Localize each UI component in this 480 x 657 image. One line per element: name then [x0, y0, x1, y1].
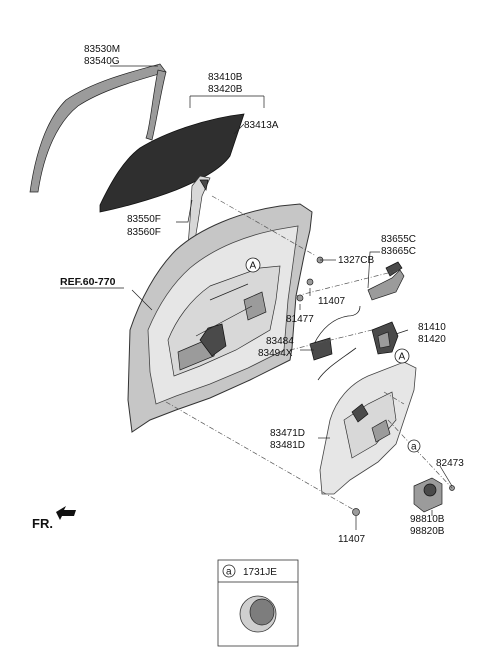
front-arrow-icon [56, 506, 76, 520]
label-98820b: 98820B [410, 526, 445, 537]
label-83560f: 83560F [127, 227, 161, 238]
bolt-11407-top [306, 278, 314, 286]
label-83494x: 83494X [258, 348, 293, 359]
label-83550f: 83550F [127, 214, 161, 225]
label-82473: 82473 [436, 458, 464, 469]
label-81410: 81410 [418, 322, 446, 333]
door-shell [127, 203, 313, 433]
callout-a-upper: A [245, 257, 261, 273]
label-83481d: 83481D [270, 440, 305, 451]
label-81477: 81477 [286, 314, 314, 325]
latch-cable [309, 305, 361, 381]
legend-letter: a [226, 567, 232, 578]
outside-handle [367, 261, 405, 301]
window-regulator [195, 283, 253, 337]
door-latch [371, 321, 399, 355]
window-motor [413, 477, 443, 513]
legend-part-number: 1731JE [243, 567, 277, 578]
front-direction-indicator: FR. [32, 506, 76, 531]
callout-a-mid: A [394, 348, 410, 364]
leader-lines [110, 65, 453, 530]
label-11407-bottom: 11407 [338, 534, 366, 545]
window-channel-strip [29, 63, 167, 193]
alignment-lines [165, 195, 453, 511]
label-83655c: 83655C [381, 234, 416, 245]
callout-a-small: a [407, 439, 421, 453]
plug-cap-icon [239, 595, 277, 633]
label-83484: 83484 [266, 336, 294, 347]
label-83665c: 83665C [381, 246, 416, 257]
door-glass [99, 113, 245, 213]
label-11407-top: 11407 [318, 296, 346, 307]
label-1327cb: 1327CB [338, 255, 374, 266]
part-labels: 83530M 83540G 83410B 83420B 83413A 83550… [60, 44, 464, 545]
svg-text:a: a [411, 442, 417, 453]
front-label: FR. [32, 516, 53, 531]
label-83410b: 83410B [208, 72, 243, 83]
bolt-11407-bottom [352, 508, 360, 516]
label-98810b: 98810B [410, 514, 445, 525]
label-83420b: 83420B [208, 84, 243, 95]
label-83413a: 83413A [244, 120, 279, 131]
label-81420: 81420 [418, 334, 446, 345]
glass-run-channel [187, 175, 211, 247]
label-83471d: 83471D [270, 428, 305, 439]
module-panel [319, 361, 417, 495]
svg-text:A: A [399, 352, 406, 363]
bolt-81477 [296, 294, 304, 302]
label-83540g: 83540G [84, 56, 120, 67]
svg-text:A: A [250, 261, 257, 272]
ref-label: REF.60-770 [60, 276, 116, 288]
label-83530m: 83530M [84, 44, 120, 55]
legend-box: a 1731JE [217, 559, 299, 647]
